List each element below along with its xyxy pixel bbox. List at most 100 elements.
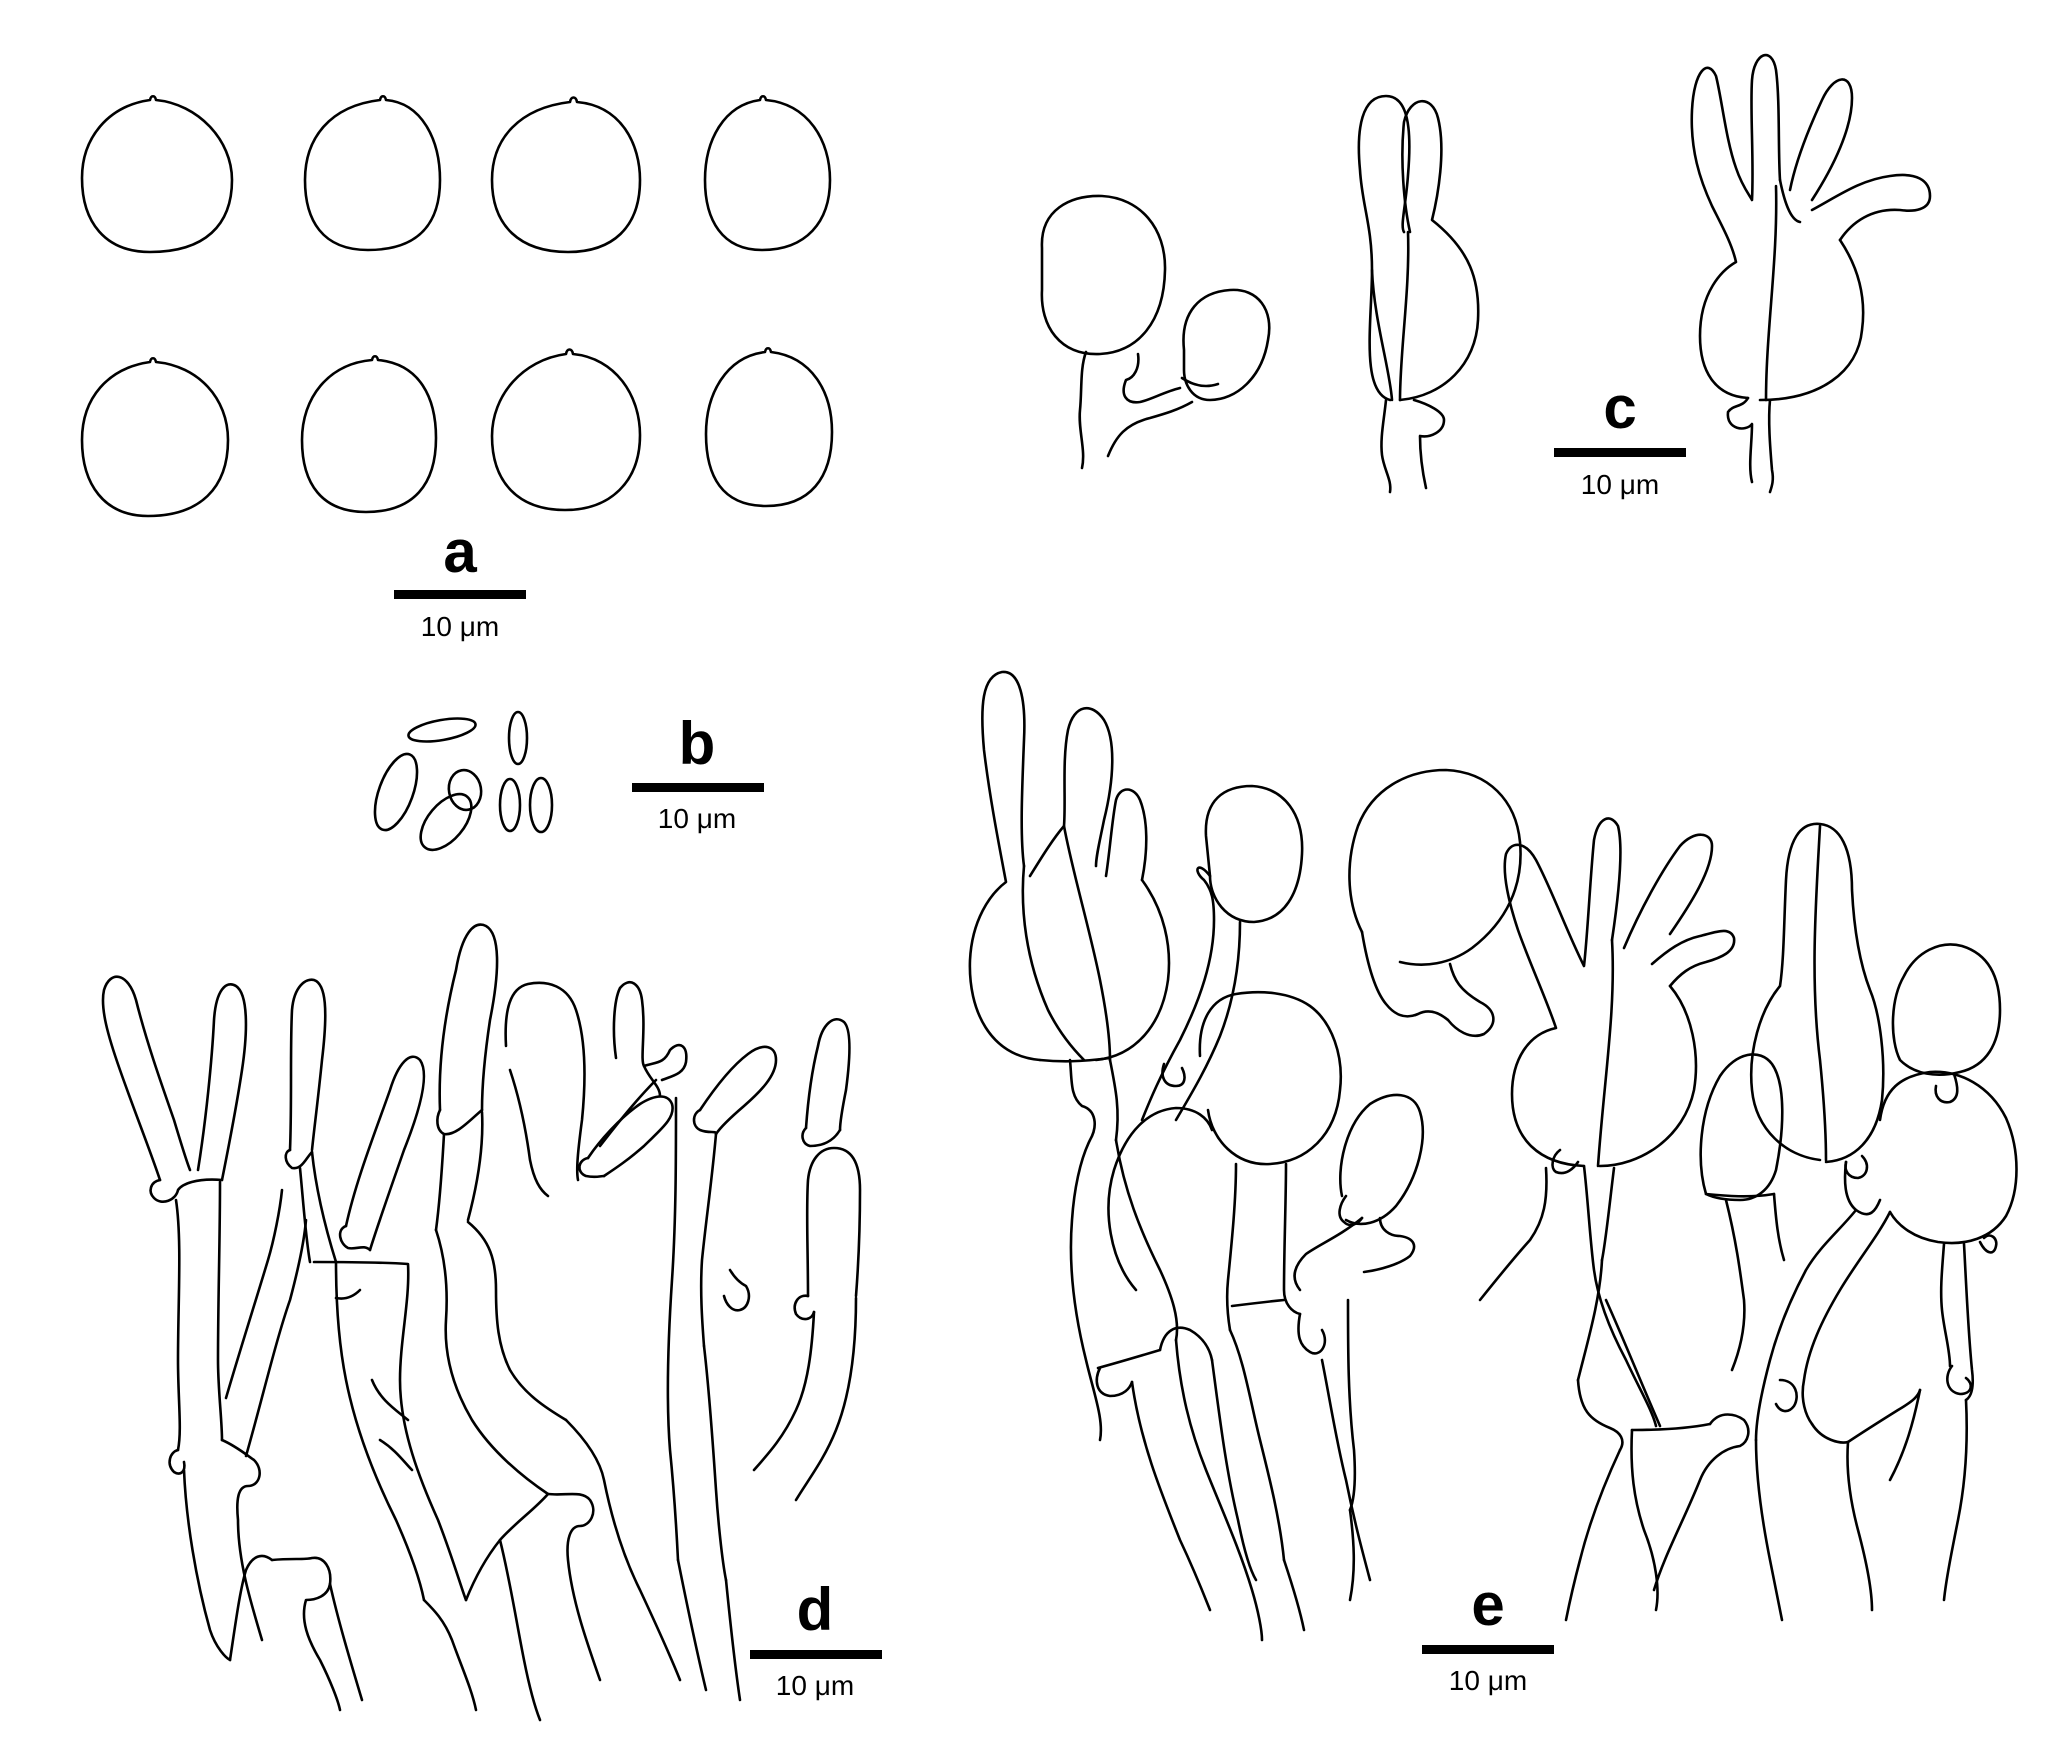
hypha <box>216 1180 224 1442</box>
hypha <box>1140 866 1216 1122</box>
clamp <box>642 1043 688 1082</box>
hyphal-tip <box>344 1055 426 1252</box>
septum <box>1180 376 1220 388</box>
hypha <box>1095 1366 1134 1398</box>
hypha <box>1564 1448 1622 1622</box>
clamp <box>1551 1148 1580 1175</box>
scale-bar-c <box>1554 448 1686 457</box>
hypha <box>466 1110 484 1222</box>
hypha <box>794 1296 858 1502</box>
sterigma <box>1650 929 1736 988</box>
hypha <box>1446 962 1495 1038</box>
hypha <box>1582 1164 1658 1428</box>
hypha <box>1478 1166 1548 1302</box>
hypha <box>498 1538 542 1722</box>
spore <box>300 354 438 514</box>
panel-label-b: b <box>679 710 716 777</box>
hypha <box>564 1418 682 1682</box>
hypha <box>702 1344 728 1582</box>
hypha <box>1320 1358 1372 1582</box>
scale-text-c: 10 μm <box>1581 469 1659 500</box>
basidium <box>1758 238 1865 402</box>
hypha <box>1942 1398 1969 1602</box>
hypha <box>1576 1378 1624 1452</box>
hypha <box>1846 1440 1874 1612</box>
conidium <box>528 776 554 834</box>
hypha <box>1576 1258 1604 1382</box>
hypha <box>334 1260 426 1602</box>
hypha <box>1225 1162 1238 1332</box>
hypha <box>228 1554 274 1662</box>
hypha <box>244 1218 308 1458</box>
clamp <box>793 1294 816 1321</box>
panel-d-hyphae: d 10 μm <box>101 923 882 1722</box>
scale-text-b: 10 μm <box>658 803 736 834</box>
hyphal-tip <box>508 1068 550 1198</box>
spore <box>703 94 832 252</box>
panel-c-basidia: c 10 μm <box>1040 53 1932 500</box>
hypha <box>1888 1388 1922 1482</box>
scale-text-e: 10 μm <box>1449 1665 1527 1696</box>
hypha <box>1767 398 1775 494</box>
basidiole <box>1107 1106 1214 1292</box>
clamp <box>1844 1154 1869 1180</box>
scale-bar-e <box>1422 1645 1554 1654</box>
basidiole <box>1040 194 1167 356</box>
hypha <box>1106 400 1194 458</box>
panel-label-c: c <box>1603 374 1636 441</box>
hypha <box>1772 1192 1786 1262</box>
hypha <box>1774 1378 1798 1413</box>
hypha <box>1810 1422 1850 1444</box>
basidium-wall <box>1370 268 1394 402</box>
basidium <box>1749 822 1885 1164</box>
hyphal-tip <box>288 978 327 1152</box>
sterigma <box>1028 706 1114 878</box>
spore <box>80 94 234 254</box>
hypha <box>1843 1160 1882 1216</box>
scale-text-a: 10 μm <box>421 611 499 642</box>
basidiole <box>1878 1070 2018 1245</box>
basidium <box>1357 94 1411 402</box>
conidium <box>419 792 473 852</box>
hypha <box>174 1198 182 1452</box>
hyphal-tip <box>805 1146 862 1298</box>
septum <box>1096 1348 1162 1370</box>
hypha <box>1348 1508 1356 1602</box>
hypha <box>724 1578 742 1702</box>
panel-b-conidia: b 10 μm <box>373 710 764 852</box>
basidium <box>1598 984 1698 1168</box>
hypha <box>1962 1242 1975 1402</box>
hypha-wall <box>370 1378 410 1422</box>
spore <box>490 96 642 254</box>
basidium-wall <box>1062 824 1112 1062</box>
hyphal-tip <box>438 923 499 1112</box>
hypha <box>1380 398 1392 494</box>
hypha <box>699 1132 718 1348</box>
hypha <box>1297 1312 1327 1355</box>
hypha <box>422 1598 478 1712</box>
hypha <box>1652 1413 1750 1592</box>
hypha <box>1122 352 1182 404</box>
panel-label-e: e <box>1471 1571 1504 1638</box>
hypha <box>752 1310 816 1472</box>
hypha <box>1174 1338 1264 1642</box>
basidiole <box>1891 943 2002 1076</box>
basidium <box>968 670 1042 1062</box>
hypha <box>1114 1138 1179 1342</box>
hypha <box>1754 1208 1858 1442</box>
hypha <box>1600 1166 1616 1262</box>
hypha <box>298 1166 312 1264</box>
septum <box>1398 230 1410 402</box>
hyphal-tip <box>598 1078 658 1148</box>
clamp <box>338 1224 372 1252</box>
conidium <box>373 752 419 832</box>
hypha <box>676 1558 708 1692</box>
sterigma <box>1788 78 1854 202</box>
scale-bar-a <box>394 590 526 599</box>
panel-e-hymenium: e 10 μm <box>968 670 2018 1696</box>
hypha <box>434 1228 550 1496</box>
hypha <box>1724 1198 1746 1372</box>
hypha <box>1210 1358 1258 1582</box>
conidium <box>507 710 529 766</box>
hypha <box>722 1268 751 1312</box>
